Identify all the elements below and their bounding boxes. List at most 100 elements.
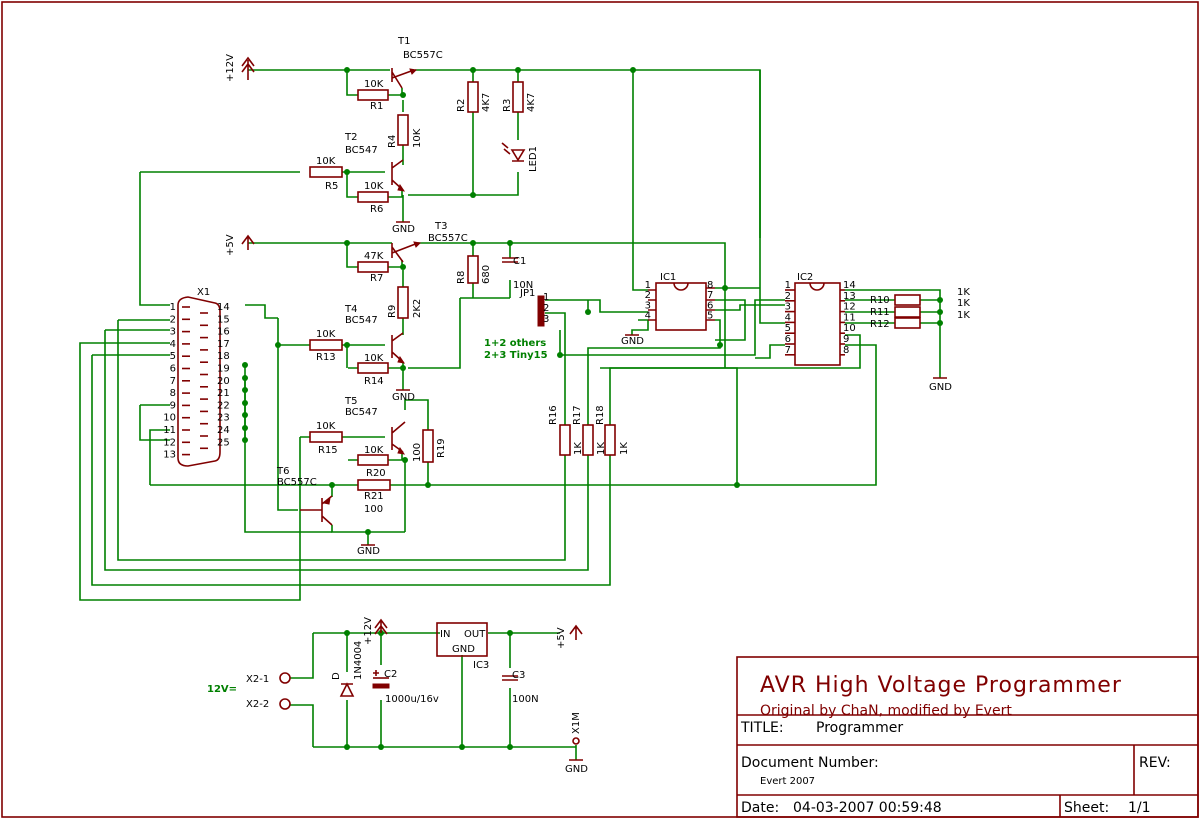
ic3-out: OUT bbox=[464, 629, 486, 640]
r1-value: 10K bbox=[364, 79, 384, 90]
t2-name: T2 bbox=[344, 132, 357, 143]
capacitor-c2: C2 1000u/16v bbox=[372, 669, 439, 705]
transistor-t3: T3 BC557C bbox=[391, 221, 468, 263]
x1-lpins-2: 2 bbox=[170, 314, 176, 325]
x1-rpins-19: 19 bbox=[217, 364, 230, 375]
x1-lpins-7: 7 bbox=[170, 376, 176, 387]
x1-lpins-11: 11 bbox=[163, 425, 176, 436]
transistor-t4: T4 BC547 bbox=[344, 304, 406, 364]
date-label: Date: bbox=[741, 800, 779, 816]
transistor-t2: T2 BC547 bbox=[344, 132, 406, 192]
r12-value: 1K bbox=[957, 310, 970, 321]
ic1-lpins-1: 1 bbox=[645, 280, 651, 291]
r14-name: R14 bbox=[364, 376, 384, 387]
c1-name: C1 bbox=[513, 256, 526, 267]
c3-name: C3 bbox=[512, 670, 525, 681]
diode-d: D 1N4004 bbox=[331, 641, 364, 697]
jp-pins-3: 3 bbox=[543, 314, 549, 325]
r2-name: R2 bbox=[456, 99, 467, 112]
gnd-label-2: GND bbox=[392, 392, 415, 403]
r4-value: 10K bbox=[412, 128, 423, 148]
connector-x2: X2-1 X2-2 12V= bbox=[207, 672, 291, 710]
ic2-lpins-6: 6 bbox=[785, 334, 791, 345]
ic2-rpins-8: 8 bbox=[843, 345, 849, 356]
r19-value: 100 bbox=[412, 443, 423, 462]
t6-part: BC557C bbox=[277, 477, 317, 488]
r20-value: 10K bbox=[364, 445, 384, 456]
r10-value: 1K bbox=[957, 287, 970, 298]
x1-rpins-16: 16 bbox=[217, 327, 230, 338]
r9-value: 2K2 bbox=[412, 299, 423, 318]
r11-name: R11 bbox=[870, 307, 890, 318]
t4-part: BC547 bbox=[345, 315, 378, 326]
resistor-r9: R9 2K2 bbox=[387, 286, 423, 319]
x1-lpins-1: 1 bbox=[170, 302, 176, 313]
r7-name: R7 bbox=[370, 273, 383, 284]
r3-name: R3 bbox=[502, 99, 513, 112]
t1-name: T1 bbox=[397, 36, 410, 47]
r4-name: R4 bbox=[387, 135, 398, 148]
resistor-r21: R21 100 bbox=[357, 479, 391, 515]
r8-value: 680 bbox=[481, 265, 492, 284]
x1-lpins-13: 13 bbox=[163, 450, 176, 461]
r14-value: 10K bbox=[364, 353, 384, 364]
x1-rpins-25: 25 bbox=[217, 437, 230, 448]
resistor-r8: R8 680 bbox=[456, 255, 492, 284]
r17-name: R17 bbox=[572, 405, 583, 425]
r9-name: R9 bbox=[387, 305, 398, 318]
x1-rpins-20: 20 bbox=[217, 376, 230, 387]
t1-part: BC557C bbox=[403, 50, 443, 61]
junctions bbox=[242, 67, 943, 750]
x1-lpins-9: 9 bbox=[170, 400, 176, 411]
gnd-label-6: GND bbox=[565, 764, 588, 775]
resistor-r18: R18 1K bbox=[595, 405, 630, 456]
ic2-rpins-9: 9 bbox=[843, 334, 849, 345]
resistor-r2: R2 4K7 bbox=[456, 81, 492, 113]
x1-lpins-5: 5 bbox=[170, 351, 176, 362]
ic2-rpins-10: 10 bbox=[843, 323, 856, 334]
x1-lpins-8: 8 bbox=[170, 388, 176, 399]
supply-5v-top: +5V bbox=[225, 234, 255, 256]
ic1-rpins-7: 7 bbox=[707, 290, 713, 301]
x1m-label: X1M bbox=[571, 712, 582, 734]
resistor-r4: R4 10K bbox=[387, 114, 423, 148]
title-value: Programmer bbox=[816, 720, 903, 736]
ic2-rpins-14: 14 bbox=[843, 280, 856, 291]
t3-part: BC557C bbox=[428, 233, 468, 244]
c1-value: 10N bbox=[513, 280, 533, 291]
title-block: AVR High Voltage Programmer Original by … bbox=[736, 656, 1199, 818]
ic2-rpins-12: 12 bbox=[843, 302, 856, 313]
x1-rpins-21: 21 bbox=[217, 388, 230, 399]
resistor-r11: R11 1K bbox=[870, 298, 970, 318]
ic1-lpins-3: 3 bbox=[645, 300, 651, 311]
capacitor-c1: C1 10N bbox=[502, 256, 533, 291]
capacitor-c3: C3 100N bbox=[502, 670, 539, 705]
t2-part: BC547 bbox=[345, 145, 378, 156]
c2-value: 1000u/16v bbox=[385, 694, 439, 705]
gnd-label-4: GND bbox=[621, 336, 644, 347]
input-12v-label: 12V= bbox=[207, 684, 237, 695]
ic1-rpins-8: 8 bbox=[707, 280, 713, 291]
c2-name: C2 bbox=[384, 669, 397, 680]
gnd-label-3: GND bbox=[357, 546, 380, 557]
ic1-lpins-2: 2 bbox=[645, 290, 651, 301]
r15-value: 10K bbox=[316, 421, 336, 432]
x1-lpins-6: 6 bbox=[170, 364, 176, 375]
ic3-name: IC3 bbox=[473, 660, 489, 671]
x2-1-label: X2-1 bbox=[246, 674, 269, 685]
transistor-t6: T6 BC557C bbox=[276, 466, 333, 526]
jp-pins-1: 1 bbox=[543, 292, 549, 303]
ic2-lpins-1: 1 bbox=[785, 280, 791, 291]
supply-5v-bottom: +5V bbox=[556, 624, 583, 649]
docnum-value: Evert 2007 bbox=[760, 776, 815, 787]
t6-name: T6 bbox=[276, 466, 289, 477]
t4-name: T4 bbox=[344, 304, 357, 315]
resistor-r20: 10K R20 bbox=[357, 445, 389, 479]
r15-name: R15 bbox=[318, 445, 338, 456]
ic1-lpins-4: 4 bbox=[645, 311, 651, 322]
transistor-t1: T1 BC557C bbox=[391, 36, 443, 89]
r16-value: 1K bbox=[573, 442, 584, 455]
r12-name: R12 bbox=[870, 319, 890, 330]
r2-value: 4K7 bbox=[481, 93, 492, 112]
